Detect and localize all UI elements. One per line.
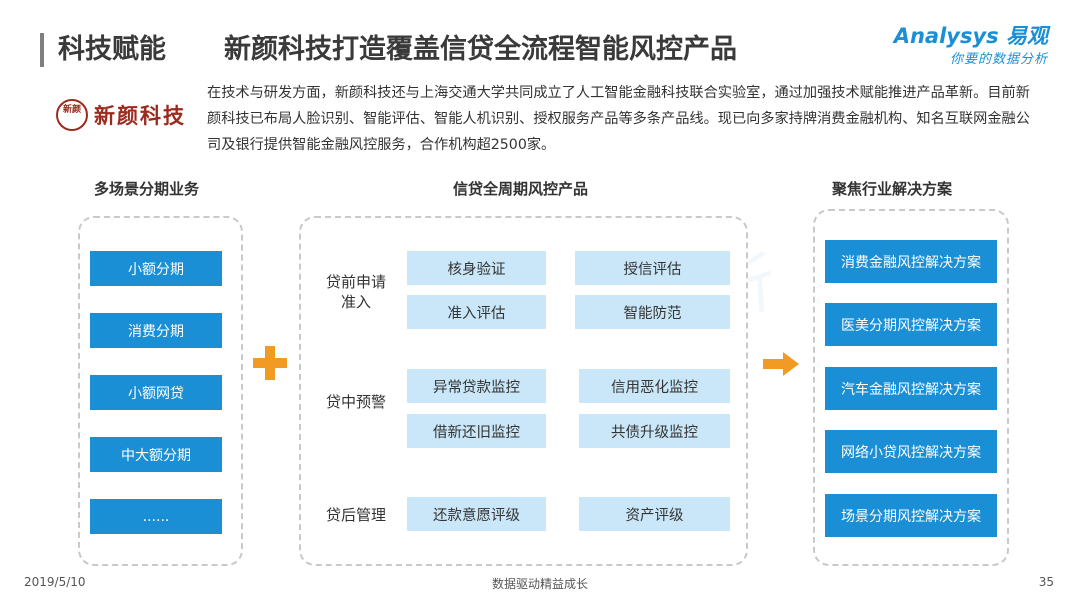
product-item: 授信评估 [575, 251, 730, 285]
stage-label-pre-loan: 贷前申请 准入 [325, 273, 386, 311]
product-item: 异常贷款监控 [407, 369, 546, 403]
product-item: 准入评估 [407, 295, 546, 329]
product-item: 资产评级 [579, 497, 730, 531]
page-number: 35 [1038, 575, 1054, 589]
scenario-item: ...... [90, 499, 222, 534]
scenario-item: 消费分期 [90, 313, 222, 348]
plus-icon-vertical [265, 346, 275, 380]
middle-panel-title: 信贷全周期风控产品 [453, 180, 589, 198]
company-logo: 新颜 新颜科技 [50, 95, 200, 135]
solution-item: 消费金融风控解决方案 [825, 240, 997, 283]
right-panel-title: 聚焦行业解决方案 [832, 180, 953, 198]
section-topic: 科技赋能 [58, 34, 166, 65]
scenario-item: 小额分期 [90, 251, 222, 286]
solution-item: 场景分期风控解决方案 [825, 494, 997, 537]
product-item: 共债升级监控 [579, 414, 730, 448]
stage-label-post-loan: 贷后管理 [325, 506, 386, 524]
product-item: 信用恶化监控 [579, 369, 730, 403]
page-title: 新颜科技打造覆盖信贷全流程智能风控产品 [224, 34, 737, 65]
product-item: 核身验证 [407, 251, 546, 285]
title-accent-bar [40, 33, 44, 67]
scenario-item: 小额网贷 [90, 375, 222, 410]
stage-label-in-loan: 贷中预警 [325, 393, 386, 411]
product-item: 智能防范 [575, 295, 730, 329]
company-name: 新颜科技 [94, 104, 186, 128]
left-panel-title: 多场景分期业务 [94, 180, 200, 198]
arrow-right-icon [763, 352, 799, 376]
solution-item: 汽车金融风控解决方案 [825, 367, 997, 410]
product-item: 借新还旧监控 [407, 414, 546, 448]
footer-date: 2019/5/10 [24, 575, 86, 589]
brand-name: Analysys 易观 [893, 24, 1048, 48]
company-intro: 在技术与研发方面，新颜科技还与上海交通大学共同成立了人工智能金融科技联合实验室，… [207, 85, 1030, 153]
scenario-item: 中大额分期 [90, 437, 222, 472]
product-item: 还款意愿评级 [407, 497, 546, 531]
footer-slogan: 数据驱动精益成长 [491, 577, 588, 591]
solution-item: 网络小贷风控解决方案 [825, 430, 997, 473]
solution-item: 医美分期风控解决方案 [825, 303, 997, 346]
analysys-logo: Analysys 易观 你要的数据分析 [894, 20, 1060, 70]
company-seal: 新颜 [56, 99, 88, 131]
brand-slogan: 你要的数据分析 [949, 52, 1048, 67]
